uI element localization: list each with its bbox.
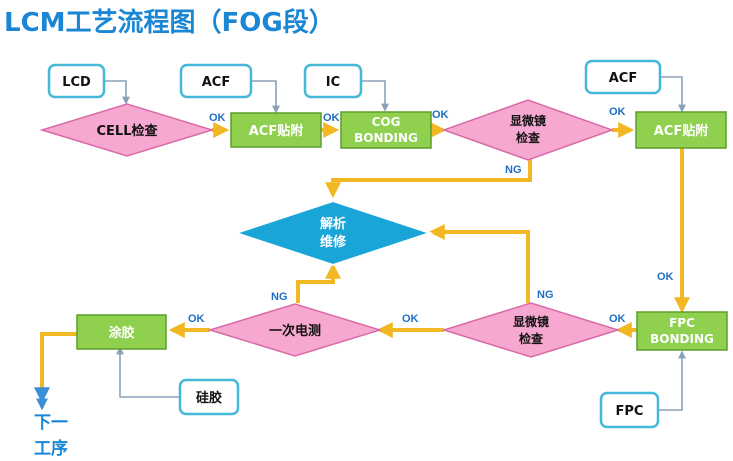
label-acf2-to-fpc: OK [657,271,674,283]
coating-label: 涂胶 [108,325,134,341]
input-acf-1: ACF [179,63,253,99]
label-test-to-coat: OK [188,313,205,325]
label-cell-to-acf: OK [209,112,226,124]
label-micro-to-acf2: OK [609,106,626,118]
label-cog-to-micro: OK [432,109,449,121]
microscope-1-line1: 显微镜 [510,113,546,128]
arrow-coat-to-next [34,332,77,404]
check-cell-label: CELL检查 [97,123,159,139]
input-lcd: LCD [47,63,106,99]
acf-attach-2-box: ACF贴附 [635,111,727,149]
input-acf-1-label: ACF [202,75,230,90]
input-fpc: FPC [599,391,660,429]
feed-ic-arrow [361,80,389,112]
input-acf-2-label: ACF [609,71,637,86]
fpc-bonding-box: FPC BONDING [636,311,728,351]
feed-fpc-arrow [658,350,686,411]
feed-glue-arrow [116,346,180,398]
check-cell-diamond: CELL检查 [39,103,215,157]
input-ic-label: IC [326,75,340,90]
microscope-check-1-diamond: 显微镜 检查 [441,99,615,161]
repair-line1: 解析 [319,216,346,232]
fpc-bonding-line2: BONDING [650,332,714,346]
label-fpc-to-micro2: OK [609,313,626,325]
fpc-bonding-line1: FPC [669,316,695,330]
cog-bonding-line1: COG [372,115,401,129]
next-step-line2: 工序 [34,439,68,459]
arrow-test-ng [296,262,341,303]
input-glue: 硅胶 [178,378,240,416]
label-test-ng: NG [271,291,288,303]
page-title: LCM工艺流程图（FOG段） [4,8,335,38]
feed-acf2-arrow [660,76,686,113]
repair-line2: 维修 [320,234,347,250]
label-micro2-ng: NG [537,289,554,301]
input-lcd-label: LCD [62,75,91,90]
coating-box: 涂胶 [76,314,167,350]
cog-bonding-box: COG BONDING [340,111,432,149]
feed-arrows [104,76,686,411]
microscope-2-line1: 显微镜 [513,314,549,329]
microscope-2-line2: 检查 [519,331,544,346]
label-micro1-ng: NG [505,164,522,176]
microscope-check-2-diamond: 显微镜 检查 [441,302,621,358]
arrow-micro1-ng [325,158,532,199]
feed-acf1-arrow [251,80,280,114]
label-acf-to-cog: OK [323,112,340,124]
acf-attach-2-label: ACF贴附 [654,123,708,139]
input-glue-label: 硅胶 [196,390,222,406]
electrical-test-diamond: 一次电测 [207,303,383,357]
feed-lcd-arrow [104,80,130,105]
cog-bonding-line2: BONDING [354,131,418,145]
input-fpc-label: FPC [616,404,644,419]
flow-arrows [34,122,690,404]
arrow-micro2-ng [428,224,530,303]
electrical-test-label: 一次电测 [269,323,321,339]
microscope-1-line2: 检查 [516,130,541,145]
acf-attach-1-label: ACF贴附 [249,123,303,139]
next-step-line1: 下一 [34,413,68,433]
label-micro2-to-test: OK [402,313,419,325]
input-ic: IC [303,63,363,99]
repair-diamond: 解析 维修 [232,199,434,267]
acf-attach-1-box: ACF贴附 [230,112,322,148]
input-acf-2: ACF [584,59,662,95]
